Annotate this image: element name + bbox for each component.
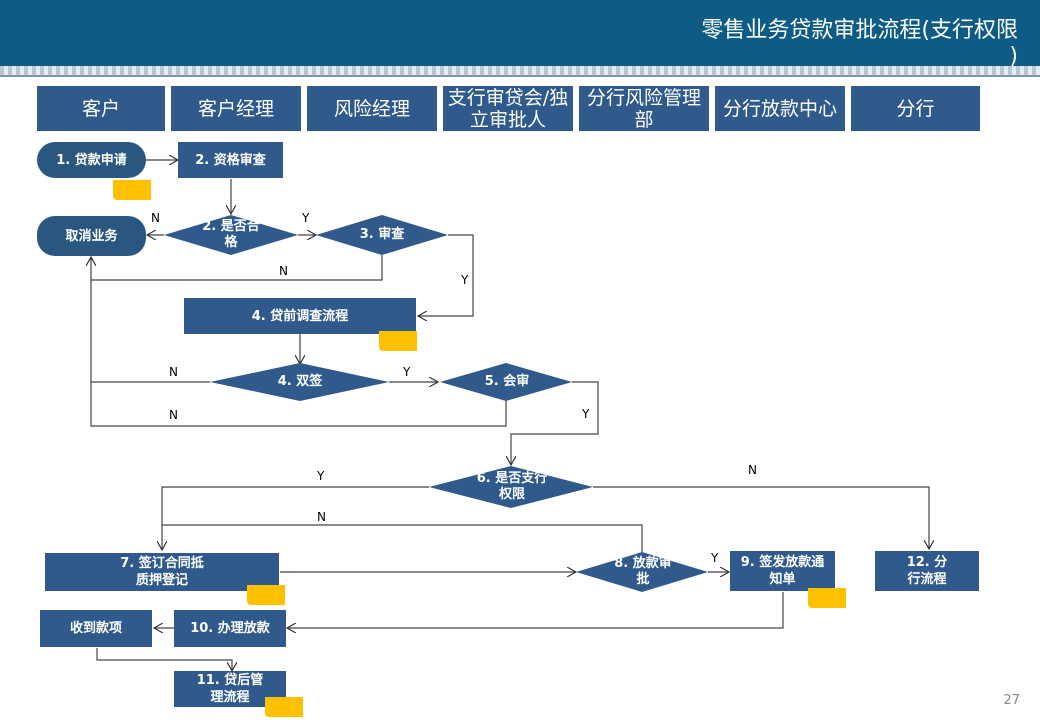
- page-number: 27: [1003, 693, 1020, 708]
- page-title: 零售业务贷款审批流程(支行权限 ): [701, 18, 1018, 69]
- edge-label-no: N: [317, 510, 326, 524]
- diamond-disbursement-approval-label: 8. 放款审批: [614, 556, 672, 587]
- marker-flag: [247, 585, 285, 605]
- node-issue-disbursement-notice: 9. 签发放款通知单: [730, 551, 835, 591]
- node-loan-application: 1. 贷款申请: [37, 142, 146, 178]
- lane-branch-loan-center: 分行放款中心: [715, 86, 845, 131]
- edge-label-no: N: [169, 408, 178, 422]
- lane-customer: 客户: [37, 86, 165, 131]
- diamond-dual-sign-label: 4. 双签: [277, 374, 323, 389]
- diamond-d4: [210, 363, 389, 401]
- decorative-stripe: [0, 66, 1040, 75]
- diamond-d5: [440, 363, 572, 401]
- marker-flag: [379, 331, 417, 351]
- node-branch-process: 12. 分行流程: [875, 551, 979, 591]
- edge-label-no: N: [151, 211, 160, 225]
- diamond-qualified-label: 2. 是否合格: [202, 219, 260, 250]
- diamond-branch-authority-label: 6. 是否支行权限: [476, 471, 548, 502]
- header-bar: [0, 0, 1040, 66]
- diamond-d6: [429, 466, 593, 508]
- lane-branch-credit-committee: 支行审贷会/独立审批人: [443, 86, 573, 131]
- diamond-review-label: 3. 审查: [359, 227, 405, 242]
- diamond-d2: [164, 215, 298, 255]
- node-qualification-review: 2. 资格审查: [178, 142, 283, 178]
- edge-label-no: N: [169, 365, 178, 379]
- decorative-divider: [0, 75, 1040, 77]
- edge-label-yes: Y: [403, 365, 411, 379]
- marker-flag: [265, 697, 303, 717]
- lane-customer-manager: 客户经理: [171, 86, 301, 131]
- edge-label-no: N: [279, 264, 288, 278]
- node-pre-loan-investigation: 4. 贷前调查流程: [184, 298, 416, 334]
- marker-flag: [113, 180, 151, 200]
- node-funds-received: 收到款项: [40, 610, 152, 647]
- edge-label-yes: Y: [711, 551, 719, 565]
- lane-risk-manager: 风险经理: [307, 86, 437, 131]
- diamond-d8: [576, 552, 708, 592]
- edge-label-yes: Y: [317, 469, 325, 483]
- node-sign-contract: 7. 签订合同抵质押登记: [45, 553, 279, 591]
- diamond-joint-review-label: 5. 会审: [484, 374, 530, 389]
- edge-label-yes: Y: [582, 407, 590, 421]
- edge-label-yes: Y: [302, 211, 310, 225]
- node-handle-disbursement: 10. 办理放款: [174, 610, 286, 647]
- decision-diamonds: [164, 215, 708, 592]
- lane-branch-risk-dept: 分行风险管理部: [579, 86, 709, 131]
- node-cancel-business: 取消业务: [37, 216, 146, 256]
- diamond-d3: [316, 215, 448, 255]
- marker-flag: [808, 588, 846, 608]
- edge-label-yes: Y: [461, 273, 469, 287]
- lane-branch: 分行: [851, 86, 980, 131]
- edge-label-no: N: [748, 463, 757, 477]
